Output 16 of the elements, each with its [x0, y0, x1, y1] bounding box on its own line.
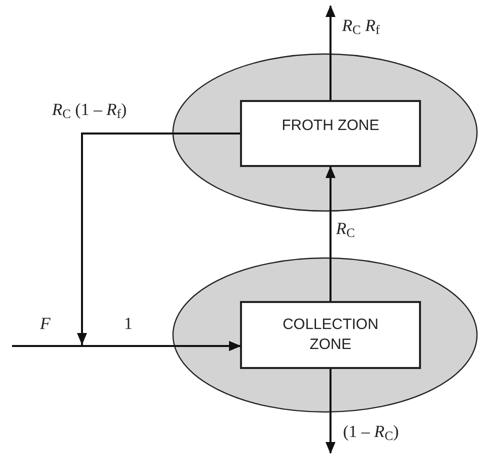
edge-label: (1 – R$_{C}$)	[343, 422, 399, 442]
zone-ellipse	[172, 257, 478, 413]
edge-label: R$_{C}$	[336, 219, 355, 239]
arrow	[326, 166, 336, 301]
arrow	[326, 5, 336, 100]
arrow	[12, 341, 241, 351]
zone-label: COLLECTION ZONE	[282, 315, 380, 355]
arrow	[326, 369, 336, 454]
process-box	[240, 301, 421, 369]
zone-label: FROTH ZONE	[280, 116, 380, 136]
edge-label: R$_{C}$ R$_{f}$	[342, 16, 380, 36]
edge-label: R$_{C}$ (1 – R$_{f}$)	[52, 100, 127, 120]
process-box	[240, 100, 421, 167]
edge-label: F	[40, 314, 50, 334]
flow-label: 1	[124, 314, 132, 334]
zone-ellipse	[172, 53, 478, 212]
